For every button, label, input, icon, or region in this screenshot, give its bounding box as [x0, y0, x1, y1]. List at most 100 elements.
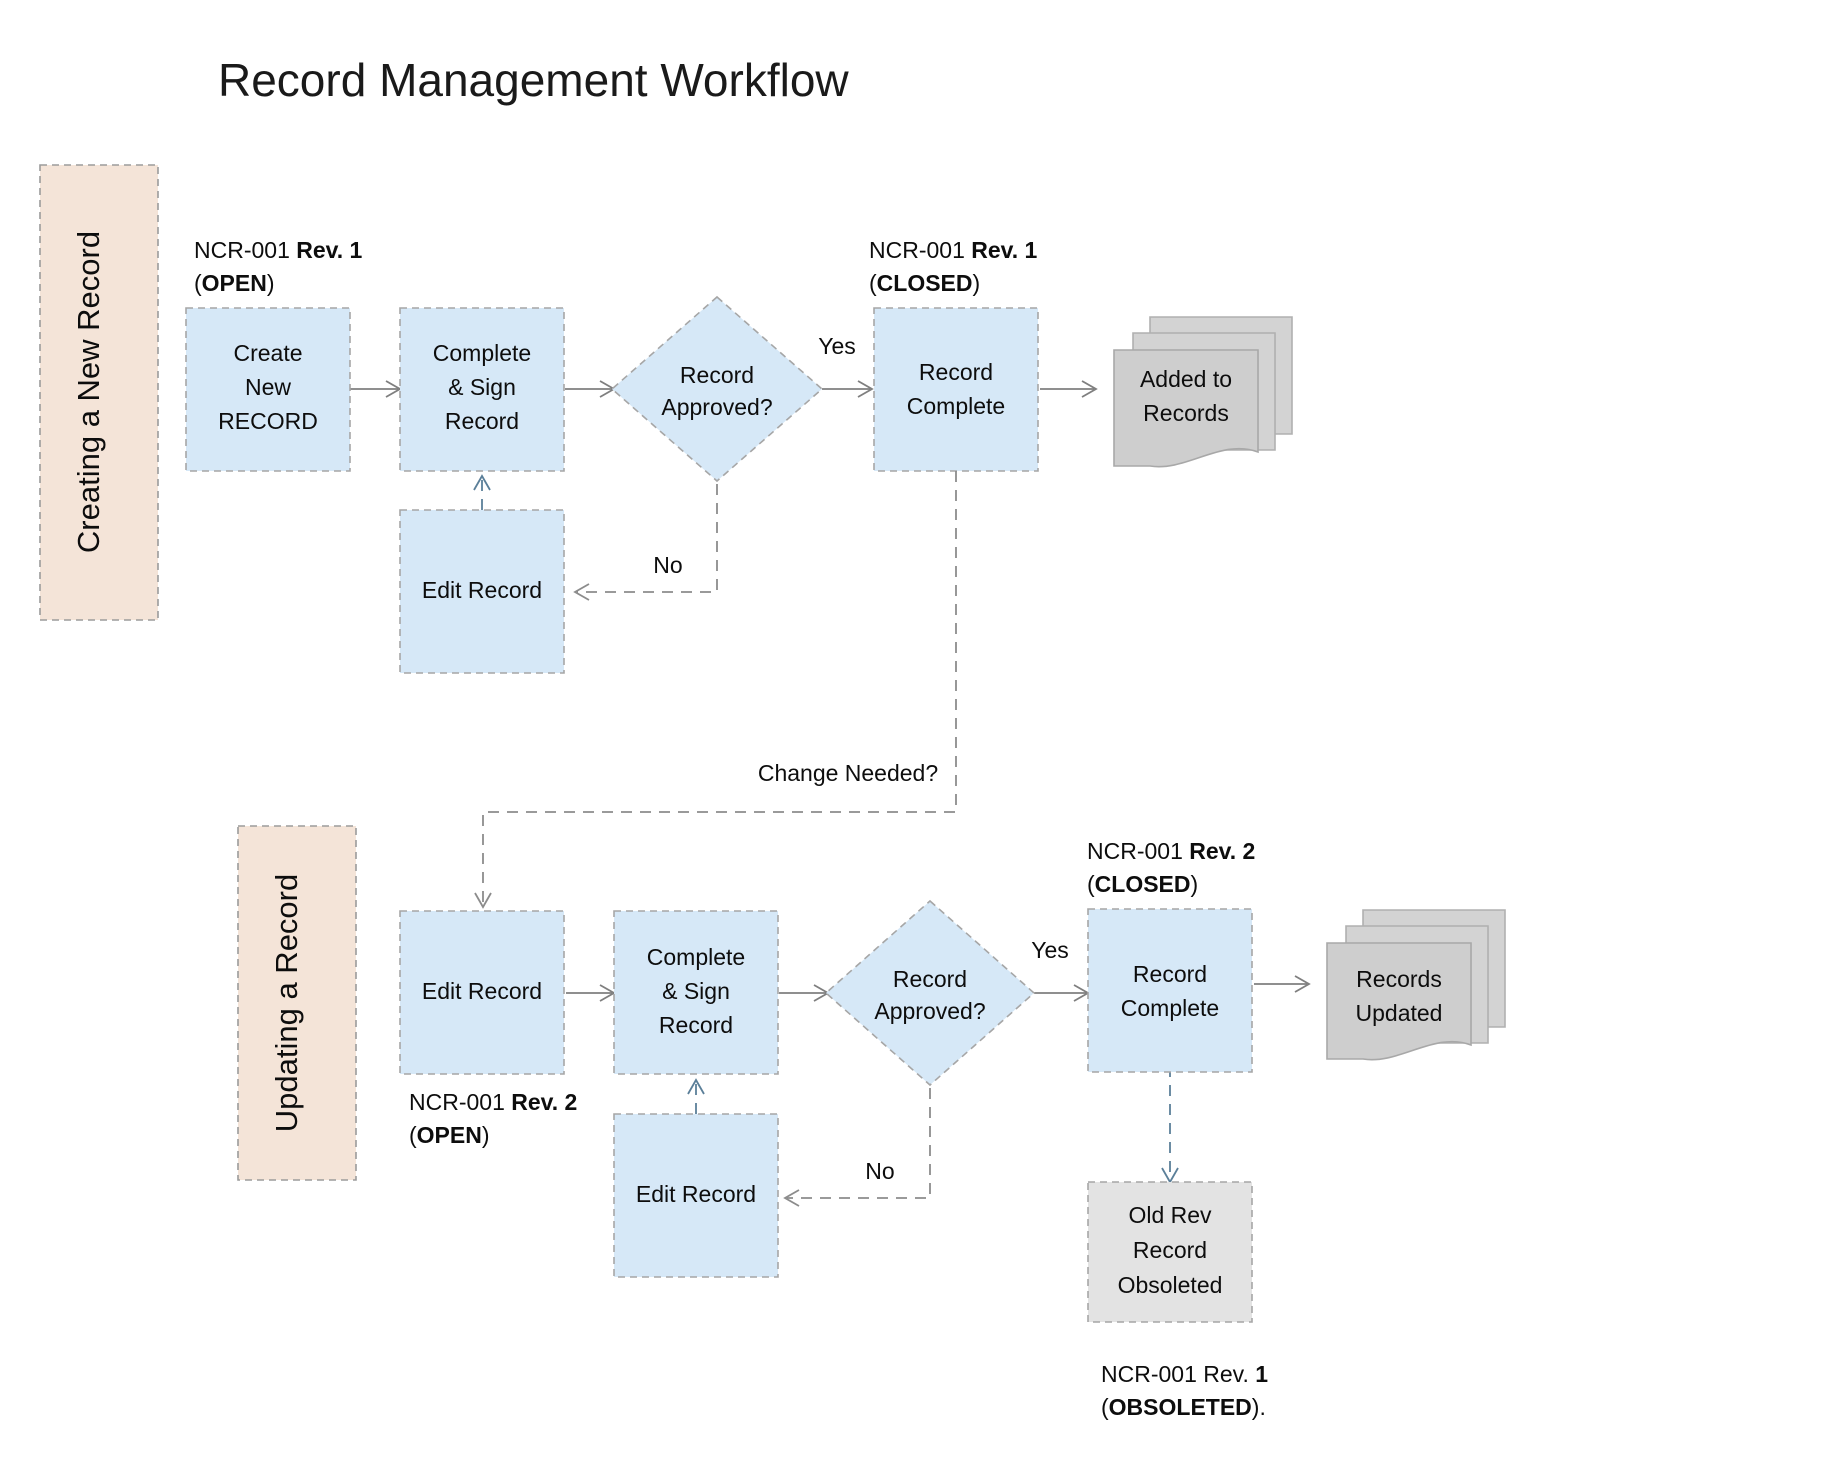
svg-text:(CLOSED): (CLOSED) — [869, 270, 980, 296]
anno-l1-open-plain: NCR-001 — [194, 237, 296, 263]
node-create-line3: RECORD — [218, 408, 318, 434]
lane-band-updating — [237, 825, 357, 1181]
anno-l2-open-paren2: ) — [482, 1122, 490, 1148]
node-rc-l2-line1: Record — [1133, 961, 1207, 987]
lane-creating-a-new-record: Creating a New Record — [39, 164, 159, 621]
node-record-complete-lane2[interactable]: Record Complete — [1087, 908, 1253, 1073]
node-rc-l1-line1: Record — [919, 359, 993, 385]
node-edit-record-lane1[interactable]: Edit Record — [399, 509, 565, 674]
edge-label-no-lane1: No — [653, 552, 682, 578]
anno-l2-closed-status: CLOSED — [1095, 871, 1191, 897]
connector-complete-to-obsoleted — [1161, 1066, 1179, 1184]
anno-l2-open-bold: Rev. 2 — [511, 1089, 577, 1115]
node-sign-l2-line2: & Sign — [662, 978, 730, 1004]
anno-obs-paren1: ( — [1101, 1394, 1109, 1420]
edge-label-yes-lane2: Yes — [1031, 937, 1069, 963]
node-edit-l1-label: Edit Record — [422, 577, 542, 603]
node-complete-sign-record-lane1[interactable]: Complete & Sign Record — [399, 307, 565, 472]
svg-text:(OPEN): (OPEN) — [409, 1122, 490, 1148]
node-sign-l1-line3: Record — [445, 408, 519, 434]
connector-sign-to-decision — [565, 380, 616, 398]
annotation-lane2-closed: NCR-001 Rev. 2 (CLOSED) — [1087, 838, 1255, 897]
node-record-approved-decision-lane1[interactable]: Record Approved? — [610, 295, 824, 483]
node-obs-line2: Record — [1133, 1237, 1207, 1263]
annotation-lane1-open: NCR-001 Rev. 1 (OPEN) — [194, 237, 363, 296]
node-sign-l1-line2: & Sign — [448, 374, 516, 400]
lane-band-creating — [39, 164, 159, 621]
node-docs-l2-line1: Records — [1356, 966, 1442, 992]
anno-l1-closed-paren2: ) — [973, 270, 981, 296]
node-create-line1: Create — [233, 340, 302, 366]
page-title: Record Management Workflow — [218, 54, 849, 106]
node-docs-l2-line2: Updated — [1356, 1000, 1443, 1026]
anno-l2-closed-paren2: ) — [1191, 871, 1199, 897]
anno-l1-closed-bold: Rev. 1 — [971, 237, 1037, 263]
svg-text:NCR-001 Rev. 2: NCR-001 Rev. 2 — [409, 1089, 577, 1115]
node-added-to-records-documents[interactable]: Added to Records — [1113, 316, 1293, 468]
node-records-updated-documents[interactable]: Records Updated — [1326, 909, 1506, 1061]
node-rc-l2-line2: Complete — [1121, 995, 1219, 1021]
node-decision-l2-line1: Record — [893, 966, 967, 992]
edge-label-no-lane2: No — [865, 1158, 894, 1184]
anno-l1-open-status: OPEN — [202, 270, 267, 296]
anno-l2-closed-paren1: ( — [1087, 871, 1095, 897]
node-record-complete-lane1[interactable]: Record Complete — [873, 307, 1039, 472]
connector-decision-no-lane2: No — [783, 1069, 931, 1207]
svg-text:NCR-001 Rev. 2: NCR-001 Rev. 2 — [1087, 838, 1255, 864]
anno-l2-open-status: OPEN — [417, 1122, 482, 1148]
anno-l2-open-plain: NCR-001 — [409, 1089, 511, 1115]
node-sign-l1-line1: Complete — [433, 340, 531, 366]
node-edit-record-loop-lane2[interactable]: Edit Record — [613, 1113, 779, 1278]
node-decision-l1-line1: Record — [680, 362, 754, 388]
annotation-lane2-open: NCR-001 Rev. 2 (OPEN) — [409, 1089, 577, 1148]
connector-complete-to-documents-lane1 — [1040, 380, 1098, 398]
node-docs-l1-line1: Added to — [1140, 366, 1232, 392]
edge-label-change-needed: Change Needed? — [758, 760, 938, 786]
anno-obs-bold: 1 — [1255, 1361, 1268, 1387]
node-decision-l1-line2: Approved? — [661, 394, 772, 420]
svg-text:NCR-001 Rev. 1: NCR-001 Rev. 1 — [869, 237, 1038, 263]
connector-decision-yes-lane2: Yes — [1031, 937, 1090, 1002]
anno-l2-open-paren1: ( — [409, 1122, 417, 1148]
anno-l1-closed-paren1: ( — [869, 270, 877, 296]
node-edit-loop-l2-label: Edit Record — [636, 1181, 756, 1207]
node-decision-l2-line2: Approved? — [874, 998, 985, 1024]
svg-text:NCR-001 Rev. 1: NCR-001 Rev. 1 — [1101, 1361, 1268, 1387]
anno-l2-closed-bold: Rev. 2 — [1189, 838, 1255, 864]
connector-create-to-sign — [349, 380, 402, 398]
annotation-lane1-closed: NCR-001 Rev. 1 (CLOSED) — [869, 237, 1038, 296]
node-sign-l2-line1: Complete — [647, 944, 745, 970]
anno-l1-closed-status: CLOSED — [877, 270, 973, 296]
annotation-lane2-obsoleted: NCR-001 Rev. 1 (OBSOLETED). — [1101, 1361, 1268, 1420]
connector-complete-to-documents-lane2 — [1254, 975, 1311, 993]
node-rc-l1-line2: Complete — [907, 393, 1005, 419]
connector-sign-to-decision-lane2 — [779, 984, 830, 1002]
node-record-approved-decision-lane2[interactable]: Record Approved? — [824, 899, 1036, 1087]
node-obs-line3: Obsoleted — [1118, 1272, 1223, 1298]
anno-l1-open-bold: Rev. 1 — [296, 237, 362, 263]
connector-decision-no-lane1: No — [573, 465, 718, 601]
connector-change-needed: Change Needed? — [474, 471, 957, 909]
connector-editloop-to-sign-lane2 — [687, 1078, 705, 1114]
svg-text:(OBSOLETED).: (OBSOLETED). — [1101, 1394, 1266, 1420]
anno-l2-closed-plain: NCR-001 — [1087, 838, 1189, 864]
anno-obs-plain: NCR-001 Rev. — [1101, 1361, 1255, 1387]
edge-label-yes-lane1: Yes — [818, 333, 856, 359]
lane-label-updating: Updating a Record — [269, 874, 304, 1133]
node-obs-line1: Old Rev — [1128, 1202, 1212, 1228]
node-edit-record-start-lane2[interactable]: Edit Record — [399, 910, 565, 1075]
node-old-rev-record-obsoleted[interactable]: Old Rev Record Obsoleted — [1087, 1181, 1253, 1323]
node-sign-l2-line3: Record — [659, 1012, 733, 1038]
svg-text:(OPEN): (OPEN) — [194, 270, 275, 296]
anno-l1-open-paren1: ( — [194, 270, 202, 296]
anno-obs-paren2: ). — [1252, 1394, 1266, 1420]
connector-edit-to-sign-lane2 — [566, 984, 616, 1002]
node-complete-sign-record-lane2[interactable]: Complete & Sign Record — [613, 910, 779, 1075]
node-docs-l1-line2: Records — [1143, 400, 1229, 426]
node-create-new-record[interactable]: Create New RECORD — [185, 307, 351, 472]
lane-label-creating: Creating a New Record — [71, 231, 106, 553]
anno-l1-closed-plain: NCR-001 — [869, 237, 971, 263]
node-create-line2: New — [245, 374, 291, 400]
